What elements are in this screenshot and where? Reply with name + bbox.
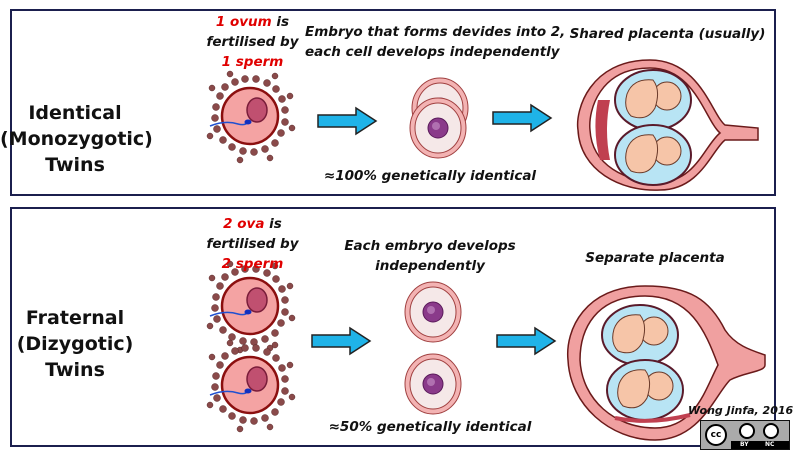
cc-license-badge: cc BY NC [700,420,790,450]
genetic-similarity-text: ≈50% genetically identical [328,419,532,435]
ovum-icon [205,338,297,434]
arrow-icon [317,107,377,135]
label-line: Fraternal [25,307,125,329]
embryo-icon [404,281,462,343]
fraternal-panel [10,207,776,447]
ovum-icon [205,259,297,355]
text: Each embryo develops [344,238,516,254]
placenta-text: Separate placenta [585,250,725,266]
author-credit: Wong Jinfa, 2016 [688,404,794,417]
text: fertilised by [206,34,299,50]
sperm-count: 1 sperm [221,54,284,70]
fertilisation-text: 1 ovum is fertilised by 1 sperm [200,12,305,72]
embryo-icon [404,353,462,415]
arrow-icon [496,327,556,355]
ovum-icon [205,69,297,165]
by-label: BY [740,441,749,448]
placenta-text: Shared placenta (usually) [569,26,766,42]
text: fertilised by [206,236,299,252]
label-line: (Monozygotic) [0,128,153,150]
arrow-icon [492,104,552,132]
text: is [271,14,290,30]
label-line: Identical [28,102,122,124]
embryo-text: Each embryo develops independently [330,236,530,276]
text: independently [375,258,485,274]
ova-count: 2 ova [223,216,265,232]
label-line: Twins [45,154,105,176]
shared-placenta-uterus-icon [576,59,759,191]
cc-icon: cc [705,424,727,446]
text: each cell develops independently [305,44,560,60]
ovum-count: 1 ovum [215,14,272,30]
identical-label: Identical (Monozygotic) Twins [0,100,153,178]
label-line: (Dizygotic) [16,333,134,355]
attribution-icon [739,423,755,439]
identical-panel [10,9,776,196]
non-commercial-icon [763,423,779,439]
embryo-icon [409,97,467,159]
label-line: Twins [45,359,105,381]
fraternal-label: Fraternal (Dizygotic) Twins [0,305,150,383]
genetic-similarity-text: ≈100% genetically identical [323,168,537,184]
embryo-text: Embryo that forms devides into 2, each c… [305,22,566,62]
fertilisation-text: 2 ova is fertilised by 2 sperm [200,214,305,274]
sperm-count: 2 sperm [221,256,284,272]
separate-placenta-uterus-icon [566,285,766,441]
nc-label: NC [765,441,775,448]
license-strip: BY NC [731,441,789,449]
arrow-icon [311,327,371,355]
text: Embryo that forms devides into 2, [305,24,566,40]
text: is [264,216,282,232]
